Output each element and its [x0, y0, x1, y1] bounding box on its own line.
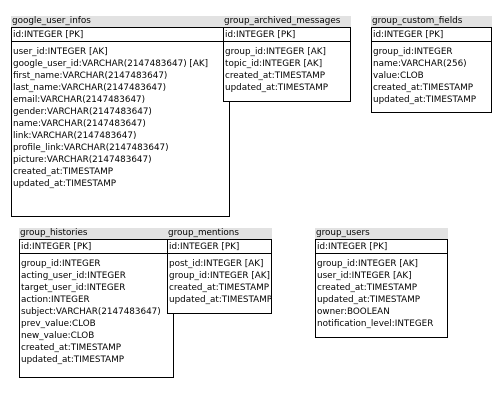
attribute: created_at:TIMESTAMP	[317, 283, 418, 293]
attribute: created_at:TIMESTAMP	[373, 83, 474, 93]
primary-key: id:INTEGER [PK]	[372, 28, 491, 42]
attribute: notification_level:INTEGER	[317, 319, 434, 329]
entity-title: google_user_infos	[11, 16, 230, 27]
attribute: created_at:TIMESTAMP	[169, 283, 270, 293]
entity-group-custom-fields[interactable]: group_custom_fields id:INTEGER [PK] grou…	[371, 16, 492, 113]
entity-box: id:INTEGER [PK] post_id:INTEGER [AK] gro…	[167, 239, 272, 314]
attribute: updated_at:TIMESTAMP	[13, 179, 117, 189]
attribute-list: group_id:INTEGER name:VARCHAR(256) value…	[372, 42, 491, 108]
attribute: target_user_id:INTEGER	[21, 283, 126, 293]
entity-title: group_mentions	[167, 228, 272, 239]
attribute-list: user_id:INTEGER [AK] google_user_id:VARC…	[12, 42, 229, 192]
attribute: user_id:INTEGER [AK]	[13, 47, 108, 57]
entity-box: id:INTEGER [PK] group_id:INTEGER acting_…	[19, 239, 174, 378]
attribute: updated_at:TIMESTAMP	[169, 295, 273, 305]
attribute: updated_at:TIMESTAMP	[373, 95, 477, 105]
attribute-list: group_id:INTEGER [AK] user_id:INTEGER [A…	[316, 254, 447, 332]
attribute: new_value:CLOB	[21, 331, 95, 341]
primary-key: id:INTEGER [PK]	[316, 240, 447, 254]
entity-box: id:INTEGER [PK] group_id:INTEGER [AK] to…	[223, 27, 351, 102]
attribute: created_at:TIMESTAMP	[21, 343, 122, 353]
attribute-list: group_id:INTEGER [AK] topic_id:INTEGER […	[224, 42, 350, 96]
entity-google-user-infos[interactable]: google_user_infos id:INTEGER [PK] user_i…	[11, 16, 230, 217]
attribute: updated_at:TIMESTAMP	[21, 355, 125, 365]
attribute: user_id:INTEGER [AK]	[317, 271, 412, 281]
attribute: link:VARCHAR(2147483647)	[13, 131, 137, 141]
attribute: last_name:VARCHAR(2147483647)	[13, 83, 167, 93]
entity-box: id:INTEGER [PK] user_id:INTEGER [AK] goo…	[11, 27, 230, 217]
attribute: value:CLOB	[373, 71, 424, 81]
primary-key: id:INTEGER [PK]	[168, 240, 271, 254]
attribute: name:VARCHAR(2147483647)	[13, 119, 146, 129]
primary-key: id:INTEGER [PK]	[224, 28, 350, 42]
entity-box: id:INTEGER [PK] group_id:INTEGER name:VA…	[371, 27, 492, 113]
entity-group-users[interactable]: group_users id:INTEGER [PK] group_id:INT…	[315, 228, 448, 338]
attribute: prev_value:CLOB	[21, 319, 96, 329]
attribute: picture:VARCHAR(2147483647)	[13, 155, 152, 165]
attribute-list: group_id:INTEGER acting_user_id:INTEGER …	[20, 254, 173, 368]
attribute: owner:BOOLEAN	[317, 307, 390, 317]
attribute: updated_at:TIMESTAMP	[225, 83, 329, 93]
entity-group-mentions[interactable]: group_mentions id:INTEGER [PK] post_id:I…	[167, 228, 272, 314]
entity-title: group_custom_fields	[371, 16, 492, 27]
entity-group-histories[interactable]: group_histories id:INTEGER [PK] group_id…	[19, 228, 174, 378]
attribute: action:INTEGER	[21, 295, 90, 305]
entity-group-archived-messages[interactable]: group_archived_messages id:INTEGER [PK] …	[223, 16, 351, 102]
primary-key: id:INTEGER [PK]	[20, 240, 173, 254]
attribute: name:VARCHAR(256)	[373, 59, 467, 69]
entity-title: group_users	[315, 228, 448, 239]
attribute: post_id:INTEGER [AK]	[169, 259, 264, 269]
attribute: group_id:INTEGER [AK]	[317, 259, 418, 269]
attribute: created_at:TIMESTAMP	[225, 71, 326, 81]
entity-title: group_archived_messages	[223, 16, 351, 27]
attribute: topic_id:INTEGER [AK]	[225, 59, 323, 69]
attribute: group_id:INTEGER [AK]	[169, 271, 270, 281]
attribute: subject:VARCHAR(2147483647)	[21, 307, 161, 317]
attribute-list: post_id:INTEGER [AK] group_id:INTEGER [A…	[168, 254, 273, 308]
attribute: profile_link:VARCHAR(2147483647)	[13, 143, 169, 153]
attribute: gender:VARCHAR(2147483647)	[13, 107, 152, 117]
attribute: email:VARCHAR(2147483647)	[13, 95, 146, 105]
entity-box: id:INTEGER [PK] group_id:INTEGER [AK] us…	[315, 239, 448, 338]
attribute: google_user_id:VARCHAR(2147483647) [AK]	[13, 59, 209, 69]
entity-title: group_histories	[19, 228, 174, 239]
attribute: created_at:TIMESTAMP	[13, 167, 114, 177]
attribute: updated_at:TIMESTAMP	[317, 295, 421, 305]
primary-key: id:INTEGER [PK]	[12, 28, 229, 42]
attribute: group_id:INTEGER	[21, 259, 101, 269]
attribute: group_id:INTEGER [AK]	[225, 47, 326, 57]
attribute: first_name:VARCHAR(2147483647)	[13, 71, 168, 81]
attribute: group_id:INTEGER	[373, 47, 453, 57]
attribute: acting_user_id:INTEGER	[21, 271, 126, 281]
